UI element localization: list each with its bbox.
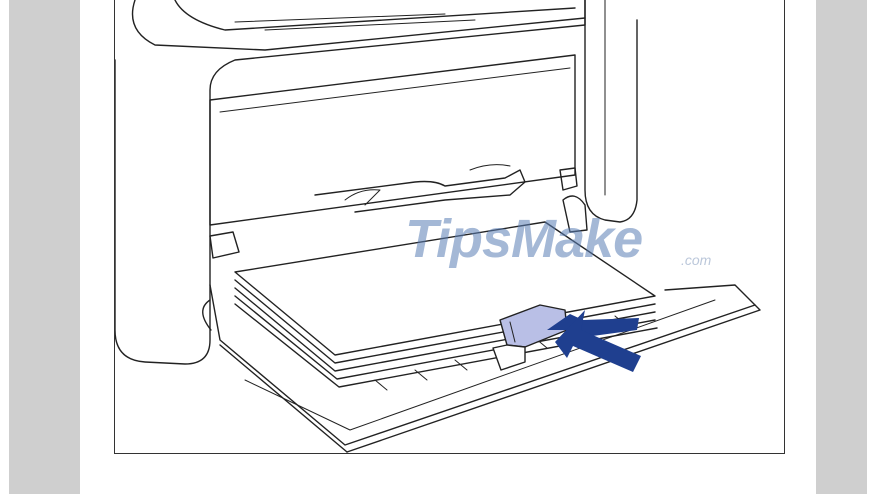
tray-left-clip <box>209 231 240 259</box>
paper-stack <box>234 221 656 356</box>
printer-front-panel <box>209 54 576 226</box>
push-arrow-icon-head <box>555 310 641 372</box>
multipurpose-tray <box>209 284 756 446</box>
tray-right-clip <box>559 167 588 233</box>
printer-illustration-frame: TipsMake .com <box>114 0 785 454</box>
viewer-margin-left <box>0 0 80 494</box>
rear-paper-guide <box>314 169 526 213</box>
viewer-margin-right <box>816 0 870 494</box>
printer-body-outline <box>115 0 586 365</box>
printer-right-side <box>584 0 638 223</box>
printer-illustration <box>115 0 761 453</box>
push-arrow-icon <box>547 314 639 340</box>
